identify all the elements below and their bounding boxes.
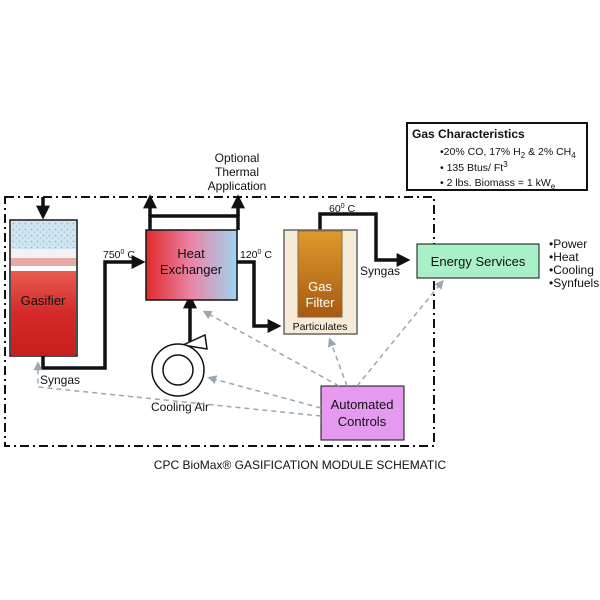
module-boundary [4, 196, 435, 447]
gas-char-line-1: •20% CO, 17% H2 & 2% CH4 [440, 146, 576, 160]
temp-60-label: 600 C [329, 203, 356, 215]
output-item: •Synfuels [549, 276, 599, 290]
gasifier: Gasifier [9, 219, 78, 357]
svg-text:Optional: Optional [215, 151, 260, 165]
gas-char-line-3: • 2 lbs. Biomass = 1 kWe [440, 177, 556, 191]
gas-filter: Gas Filter Particulates [283, 229, 358, 335]
particulates-label: Particulates [293, 321, 348, 333]
syngas-to-hx-arrow [41, 255, 146, 370]
output-item: •Cooling [549, 263, 594, 277]
syngas-bottom-label: Syngas [40, 373, 80, 387]
output-item: •Power [549, 237, 587, 251]
cooling-air-label: Cooling Air [151, 400, 209, 414]
gas-filter-label-2: Filter [306, 295, 336, 310]
gas-char-line-2: • 135 Btus/ Ft3 [440, 160, 508, 174]
control-lines [33, 279, 444, 417]
automated-controls-label-1: Automated [331, 397, 394, 412]
gas-characteristics-heading: Gas Characteristics [412, 127, 525, 141]
temp-120-label: 1200 C [240, 249, 272, 261]
hx-to-filter-arrow [237, 260, 282, 333]
svg-text:Thermal: Thermal [215, 165, 259, 179]
outputs-list: •Power •Heat •Cooling •Synfuels [549, 237, 599, 290]
gas-filter-label-1: Gas [308, 279, 332, 294]
gas-characteristics-box: Gas Characteristics •20% CO, 17% H2 & 2%… [406, 122, 588, 191]
svg-text:Application: Application [208, 179, 267, 193]
syngas-right-label: Syngas [360, 264, 400, 278]
optional-thermal-label: Optional Thermal Application [208, 151, 267, 193]
gasifier-label: Gasifier [21, 293, 66, 308]
thermal-branch [148, 214, 240, 230]
flow-arrows [36, 194, 411, 370]
cooling-air-fan-icon [151, 333, 208, 397]
heat-exchanger-label-2: Exchanger [160, 262, 223, 277]
heat-exchanger-label-1: Heat [177, 246, 205, 261]
output-item: •Heat [549, 250, 579, 264]
automated-controls: Automated Controls [320, 385, 405, 441]
automated-controls-label-2: Controls [338, 414, 387, 429]
energy-services-label: Energy Services [431, 254, 526, 269]
heat-exchanger: Heat Exchanger [145, 229, 238, 301]
energy-services: Energy Services [416, 243, 540, 279]
filter-to-energy-arrow [318, 212, 411, 267]
schematic-title: CPC BioMax® GASIFICATION MODULE SCHEMATI… [154, 458, 447, 472]
temp-750-label: 7500 C [103, 249, 135, 261]
